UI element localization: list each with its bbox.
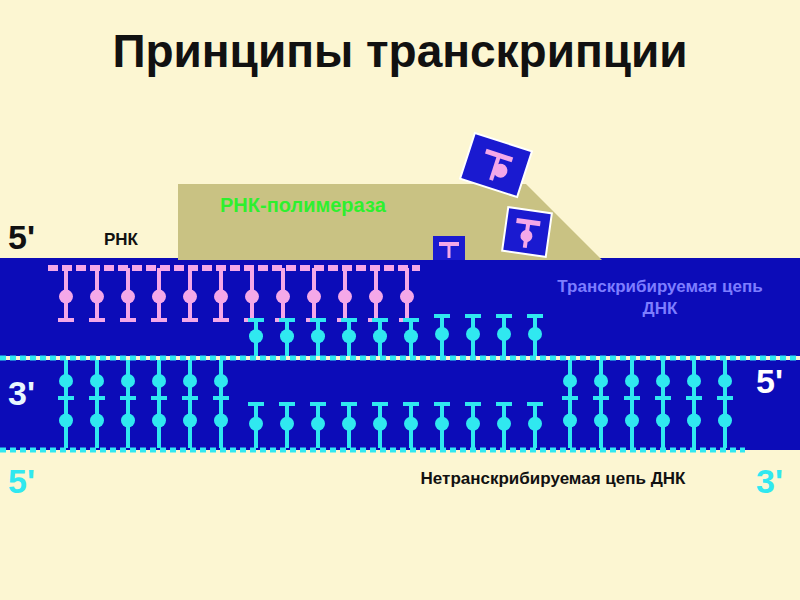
nucleotide [403,404,419,448]
nucleotide [655,398,671,448]
polymerase-body [178,184,602,260]
nucleotide [89,398,105,448]
nucleotide [337,268,353,320]
nucleotide [372,320,388,356]
nucleotide [341,404,357,448]
nucleotide [717,360,733,398]
nucleotide [717,398,733,448]
nucleotide [58,398,74,448]
strand-end-label: 3' [8,374,35,413]
nucleotide [248,404,264,448]
nucleotide [686,398,702,448]
coding-backbone [0,448,745,453]
nucleotide [89,268,105,320]
strand-label: Нетранскрибируемая цепь ДНК [408,468,698,490]
nucleotide [399,268,415,320]
nucleotide [368,268,384,320]
nucleotide [213,268,229,320]
nucleotide [244,268,260,320]
template-backbone [0,356,800,361]
nucleotide [434,316,450,356]
strand-end-label: 5' [8,218,35,257]
lower-dna-band-end [745,360,800,450]
title: Принципы транскрипции [0,24,800,78]
strand-end-label: 5' [756,362,783,401]
rna-backbone [48,265,420,271]
nucleotide [182,398,198,448]
nucleotide [527,316,543,356]
nucleotide [593,398,609,448]
nucleotide [279,404,295,448]
nucleotide [151,360,167,398]
nucleotide [275,268,291,320]
nucleotide [120,268,136,320]
lower-dna-band [0,360,745,450]
nucleotide [310,320,326,356]
strand-label: Транскрибируемая цепь ДНК [540,276,780,320]
nucleotide [120,360,136,398]
nucleotide [310,404,326,448]
nucleotide [120,398,136,448]
rna-label: РНК [104,230,138,250]
nucleotide [306,268,322,320]
strand-end-label: 5' [8,462,35,501]
nucleotide [496,316,512,356]
nucleotide [182,360,198,398]
nucleotide [341,320,357,356]
nucleotide [562,360,578,398]
nucleotide [624,360,640,398]
nucleotide [151,268,167,320]
nucleotide [465,404,481,448]
upper-dna-band [0,258,800,356]
strand-end-label: 3' [756,462,783,501]
nucleotide [279,320,295,356]
nucleotide [624,398,640,448]
enzyme-label: РНК-полимераза [220,194,386,217]
nucleotide [686,360,702,398]
nucleotide [593,360,609,398]
nucleotide [58,268,74,320]
nucleotide [58,360,74,398]
polymerase-shape: РНК-полимераза [178,184,602,260]
nucleotide [527,404,543,448]
nucleotide [213,398,229,448]
nucleotide [496,404,512,448]
nucleotide [562,398,578,448]
nucleotide [182,268,198,320]
nucleotide [434,404,450,448]
nucleotide [151,398,167,448]
nucleotide [372,404,388,448]
nucleotide [89,360,105,398]
nucleotide [248,320,264,356]
nucleotide [403,320,419,356]
nucleotides [0,268,800,450]
nucleotide [655,360,671,398]
nucleotide [465,316,481,356]
nucleotide [213,360,229,398]
